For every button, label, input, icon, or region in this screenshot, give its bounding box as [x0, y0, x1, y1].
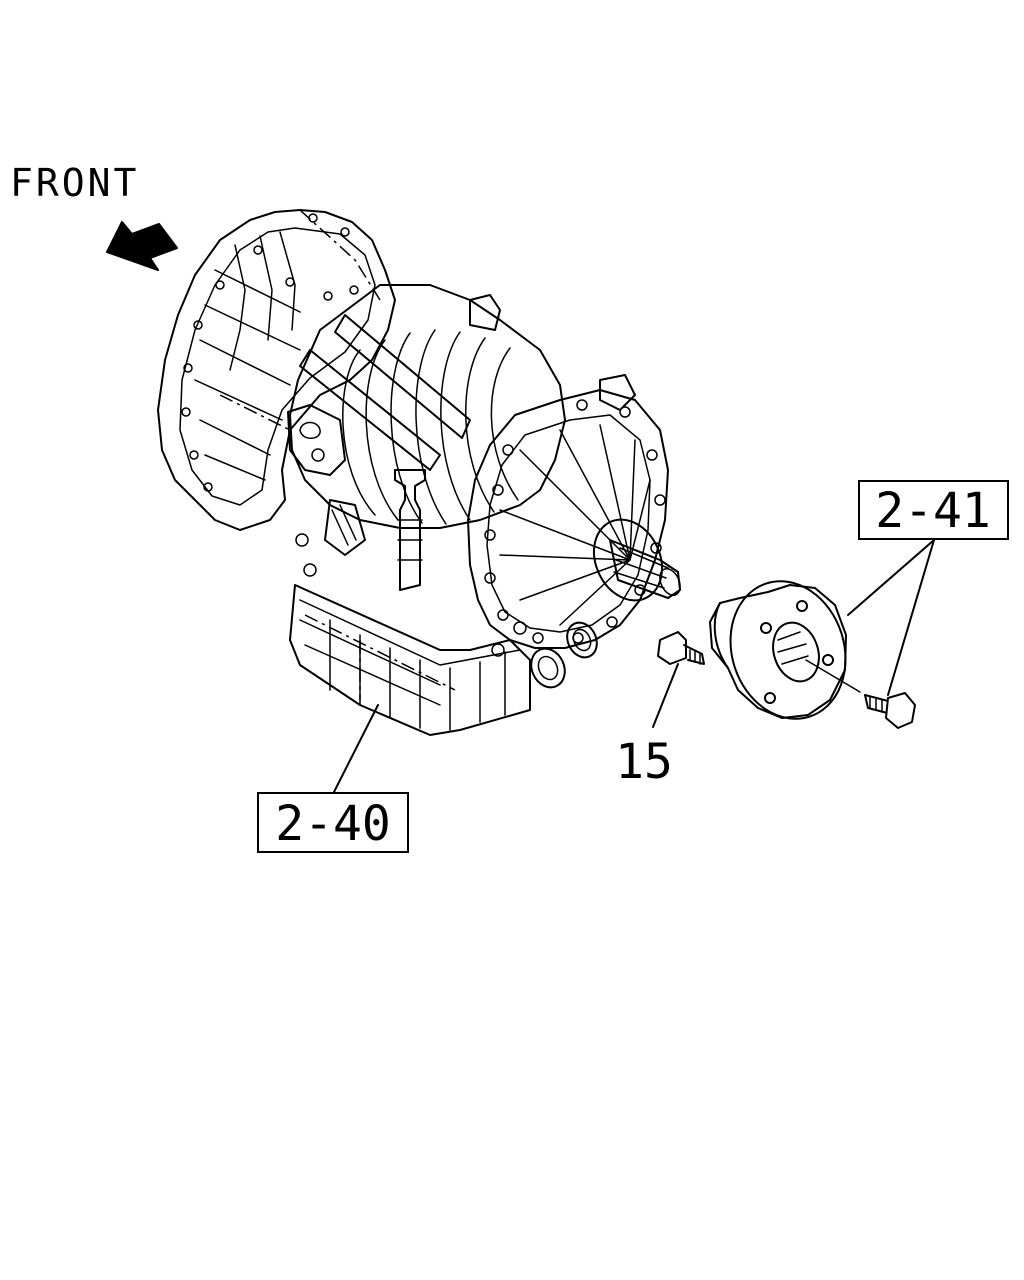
leader-lines: [333, 539, 935, 793]
output-flange-drawing: [709, 580, 847, 720]
front-label: FRONT: [10, 161, 139, 205]
callout-2-40: 2-40: [257, 792, 409, 853]
callout-2-41: 2-41: [858, 480, 1009, 540]
callout-2-41-label: 2-41: [875, 483, 991, 539]
callout-15-label: 15: [615, 734, 673, 790]
transmission-assembly-drawing: [157, 209, 681, 736]
alignment-line: [805, 659, 861, 693]
bolt-241-drawing: [864, 692, 916, 729]
bolt-15-drawing: [657, 631, 705, 665]
callout-2-40-label: 2-40: [275, 796, 391, 852]
arrow-left-front-icon: [106, 221, 178, 271]
